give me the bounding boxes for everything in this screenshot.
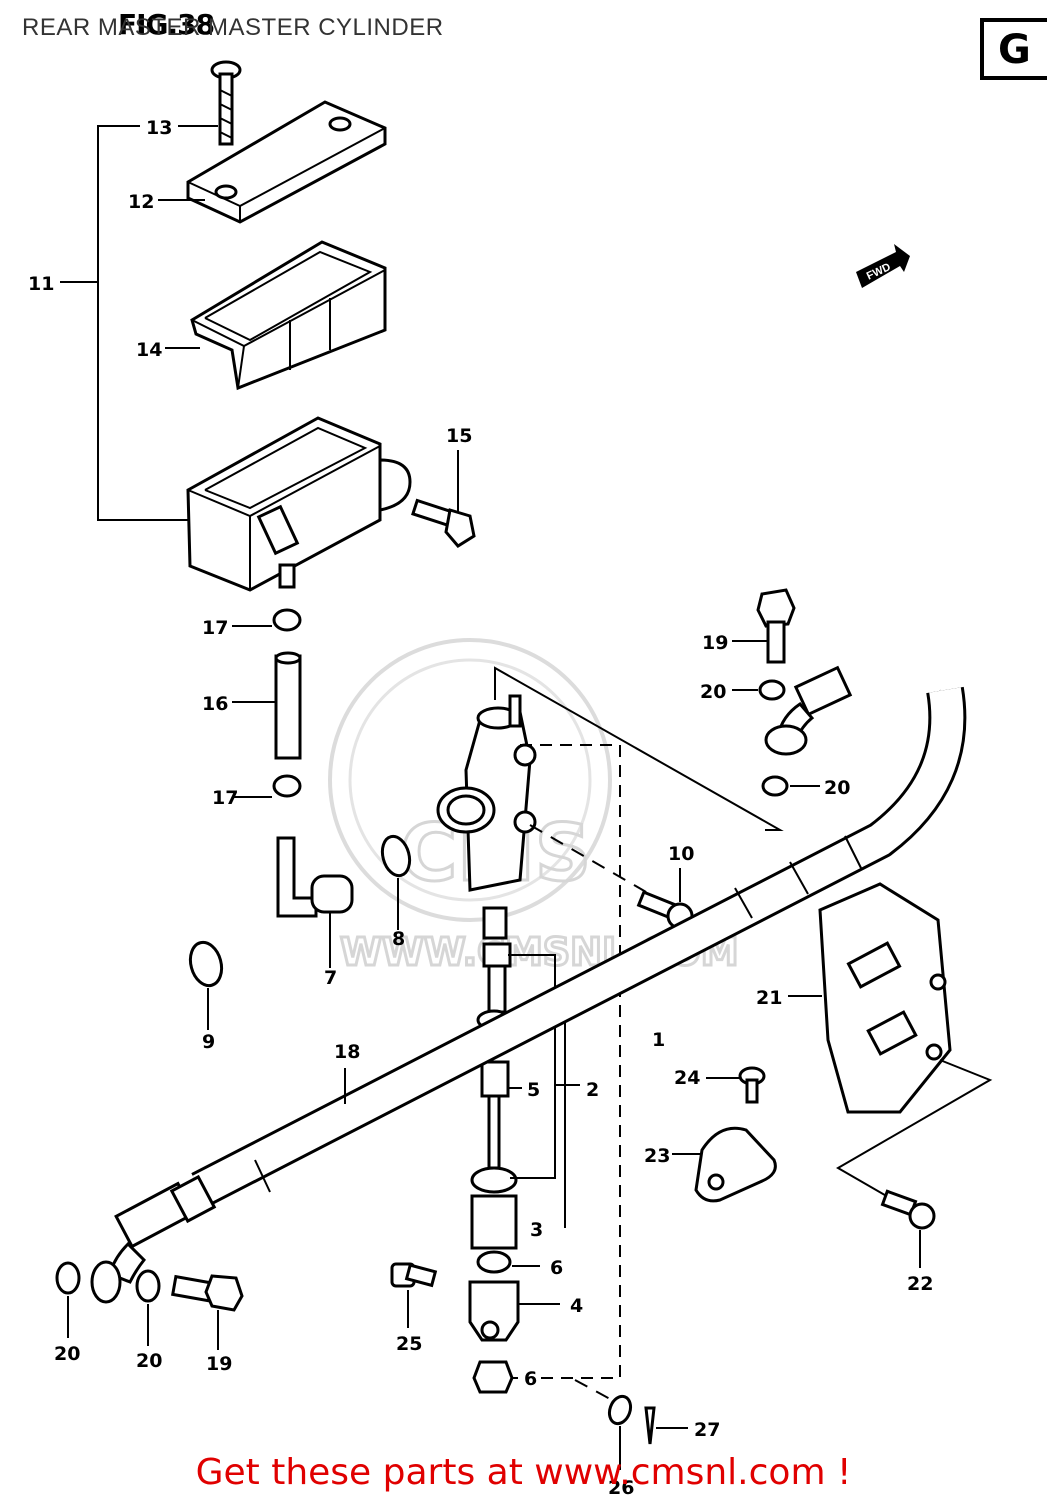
reservoir-assembly-bracket (60, 125, 190, 521)
callout-21: 21 (756, 987, 782, 1009)
callout-11: 11 (28, 273, 54, 295)
hose-clamp-17-lower (232, 774, 302, 798)
cotter-pin-27 (644, 1406, 688, 1445)
callout-17-lower: 17 (212, 787, 238, 809)
o-ring-8 (380, 834, 412, 930)
callout-10: 10 (668, 843, 694, 865)
callout-24: 24 (674, 1067, 700, 1089)
banjo-bolt-19-upper (732, 588, 796, 664)
region-tag: G (980, 18, 1047, 80)
figure-number: FIG.38 (118, 8, 215, 41)
diagram-title: REAR MASTER MASTER CYLINDER (22, 14, 444, 41)
callout-22: 22 (907, 1273, 933, 1295)
callout-15: 15 (446, 425, 472, 447)
diaphragm-14 (165, 240, 387, 391)
callout-8: 8 (392, 928, 405, 950)
nut-6-lower (472, 1360, 518, 1394)
callout-18: 18 (334, 1041, 360, 1063)
bolt-15 (411, 450, 476, 548)
reservoir-cap-12 (158, 100, 387, 224)
screw-22 (880, 1189, 936, 1268)
clevis-4 (468, 1280, 560, 1342)
callout-5: 5 (527, 1079, 540, 1101)
hose-connector-7 (276, 836, 354, 968)
callout-25: 25 (396, 1333, 422, 1355)
callout-1: 1 (652, 1029, 665, 1051)
callout-17-upper: 17 (202, 617, 228, 639)
callout-19-lower: 19 (206, 1353, 232, 1375)
callout-labels: 1 2 3 4 5 6 6 7 8 9 10 11 12 13 14 15 16… (28, 117, 933, 1499)
reservoir-11 (186, 416, 412, 592)
washer-20-lower-b (135, 1269, 161, 1346)
callout-23: 23 (644, 1145, 670, 1167)
callout-16: 16 (202, 693, 228, 715)
washer-20-upper-a (732, 679, 786, 701)
circlip-9 (188, 940, 224, 1030)
callout-20-upper-a: 20 (700, 681, 726, 703)
banjo-bolt-19-lower (171, 1274, 244, 1350)
callout-27: 27 (694, 1419, 720, 1441)
callout-20-upper-b: 20 (824, 777, 850, 799)
callout-6-lower: 6 (524, 1368, 537, 1390)
callout-6-upper: 6 (550, 1257, 563, 1279)
master-cylinder-body (436, 666, 784, 1379)
callout-20-lower-b: 20 (136, 1350, 162, 1372)
hose-clamp-17-upper (232, 608, 302, 632)
footer-cta-link[interactable]: Get these parts at www.cmsnl.com ! (195, 1452, 852, 1493)
washer-20-upper-b (761, 775, 820, 797)
hose-guard-21 (788, 882, 993, 1199)
screw-24 (706, 1066, 766, 1104)
brake-hose-18 (90, 643, 967, 1304)
washer-26 (574, 1379, 633, 1470)
callout-26: 26 (608, 1477, 634, 1499)
callout-14: 14 (136, 339, 162, 361)
fwd-label: FWD (865, 261, 893, 282)
hose-clamp-23 (672, 1126, 777, 1203)
callout-2: 2 (586, 1079, 599, 1101)
cap-screw-13 (178, 60, 242, 146)
bolt-10 (636, 868, 694, 930)
reservoir-hose-16 (232, 651, 302, 760)
forward-direction-arrow: FWD (856, 244, 910, 288)
callout-20-lower-a: 20 (54, 1343, 80, 1365)
pin-25 (390, 1262, 438, 1328)
washer-20-lower-a (55, 1261, 81, 1338)
callout-3: 3 (530, 1219, 543, 1241)
callout-4: 4 (570, 1295, 583, 1317)
callout-7: 7 (324, 967, 337, 989)
callout-9: 9 (202, 1031, 215, 1053)
callout-19-upper: 19 (702, 632, 728, 654)
callout-13: 13 (146, 117, 172, 139)
callout-12: 12 (128, 191, 154, 213)
